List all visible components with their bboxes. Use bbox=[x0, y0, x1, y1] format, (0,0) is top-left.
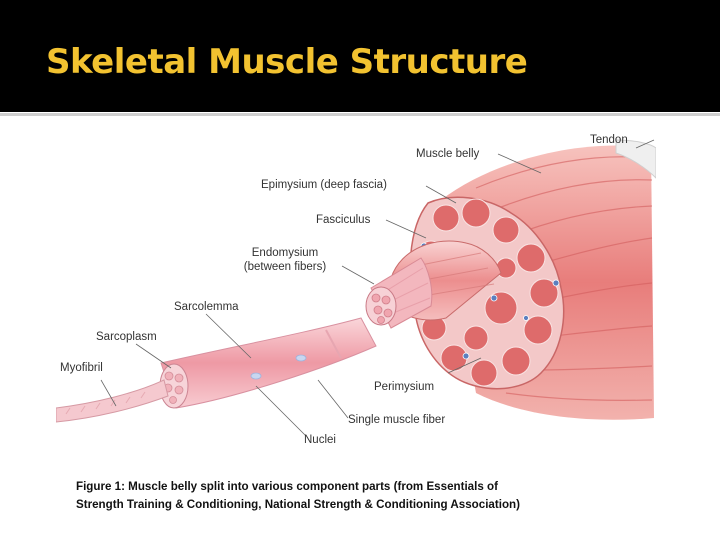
label-epimysium: Epimysium (deep fascia) bbox=[261, 179, 387, 191]
caption-line-2: Strength Training & Conditioning, Nation… bbox=[76, 498, 520, 511]
fiber-nuclei-marks bbox=[250, 354, 307, 380]
title-divider bbox=[0, 113, 720, 116]
label-endomysium: Endomysium (between fibers) bbox=[230, 246, 340, 274]
single-muscle-fiber bbox=[160, 317, 377, 409]
title-bar bbox=[0, 0, 720, 112]
muscle-illustration bbox=[55, 139, 657, 437]
label-single-muscle-fiber: Single muscle fiber bbox=[348, 414, 446, 426]
label-nuclei: Nuclei bbox=[304, 434, 336, 446]
label-muscle-belly: Muscle belly bbox=[416, 148, 480, 160]
label-myofibril: Myofibril bbox=[60, 362, 103, 374]
caption-line-1: Figure 1: Muscle belly split into variou… bbox=[76, 480, 498, 493]
leader-lines bbox=[100, 139, 655, 437]
label-sarcoplasm: Sarcoplasm bbox=[96, 331, 157, 343]
label-fasciculus: Fasciculus bbox=[316, 214, 371, 226]
myofibril bbox=[55, 379, 169, 423]
label-endomysium-line1: Endomysium bbox=[251, 247, 319, 259]
label-perimysium: Perimysium bbox=[374, 381, 435, 393]
label-endomysium-line2: (between fibers) bbox=[243, 261, 327, 273]
slide-title: Skeletal Muscle Structure bbox=[46, 42, 528, 82]
label-sarcolemma: Sarcolemma bbox=[174, 301, 239, 313]
muscle-diagram: Tendon Muscle belly Epimysium (deep fasc… bbox=[55, 118, 657, 454]
figure-caption: Figure 1: Muscle belly split into variou… bbox=[76, 478, 676, 514]
label-tendon: Tendon bbox=[590, 134, 628, 146]
